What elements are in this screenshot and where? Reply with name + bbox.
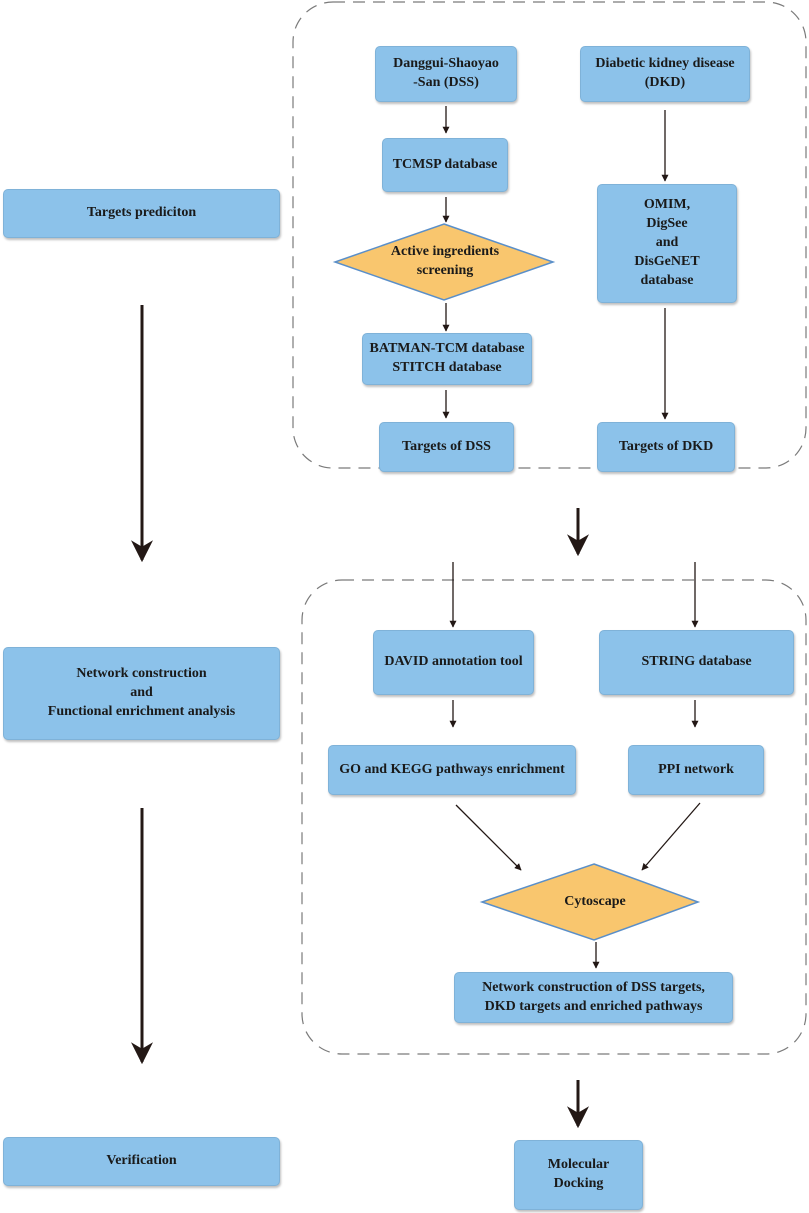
stage-network-line-3: Functional enrichment analysis — [47, 703, 236, 719]
dss-line-2: -San (DSS) — [413, 75, 479, 90]
ppi-box: PPI network — [628, 745, 764, 795]
go-kegg-label: GO and KEGG pathways enrichment — [339, 761, 565, 777]
targets-dss-label: Targets of DSS — [402, 438, 491, 454]
batman-stitch-box: BATMAN-TCM database STITCH database — [362, 333, 532, 385]
omim-line-3: and — [655, 235, 679, 251]
cytoscape-diamond — [479, 863, 701, 941]
active-ingredients-line-1: Active ingredients — [390, 244, 500, 260]
dkd-line-2: (DKD) — [644, 75, 686, 90]
omim-digsee-disgenet-box: OMIM, DigSee and DisGeNET database — [597, 184, 737, 303]
targets-dss-box: Targets of DSS — [379, 422, 514, 472]
stage-targets-prediction: Targets prediciton — [3, 189, 280, 238]
arrow-go-kegg-to-cytoscape — [455, 804, 522, 871]
docking-line-1: Molecular — [547, 1157, 610, 1173]
network-group-border — [301, 579, 807, 1055]
omim-line-5: database — [640, 272, 694, 288]
targets-dkd-box: Targets of DKD — [597, 422, 735, 472]
stage-network-line-2: and — [130, 685, 153, 701]
dss-line-1: Danggui-Shaoyao — [393, 56, 499, 72]
omim-line-1: OMIM, — [643, 197, 691, 213]
david-label: DAVID annotation tool — [384, 654, 523, 670]
prediction-group-border — [292, 1, 807, 469]
go-kegg-box: GO and KEGG pathways enrichment — [328, 745, 576, 795]
dss-box: Danggui-Shaoyao -San (DSS) — [375, 46, 517, 102]
batman-line-1: BATMAN-TCM database — [369, 341, 525, 357]
ppi-label: PPI network — [658, 761, 734, 777]
network-construction-line-2: DKD targets and enriched pathways — [484, 998, 703, 1014]
network-construction-line-1: Network construction of DSS targets, — [482, 979, 705, 995]
stage-targets-prediction-label: Targets prediciton — [86, 205, 197, 221]
stage-verification: Verification — [3, 1137, 280, 1186]
arrow-ppi-to-cytoscape — [641, 802, 701, 871]
cytoscape-label: Cytoscape — [564, 893, 626, 909]
stage-network-line-1: Network construction — [76, 666, 207, 682]
omim-line-4: DisGeNET — [634, 253, 700, 269]
active-ingredients-diamond — [332, 223, 556, 301]
dkd-box: Diabetic kidney disease (DKD) — [580, 46, 750, 102]
molecular-docking-box: Molecular Docking — [514, 1140, 643, 1210]
active-ingredients-line-2: screening — [416, 263, 474, 278]
tcmsp-label: TCMSP database — [392, 156, 498, 172]
stage-network-construction: Network construction and Functional enri… — [3, 647, 280, 740]
network-construction-box: Network construction of DSS targets, DKD… — [454, 972, 733, 1023]
active-ingredients-label: Active ingredients screening — [360, 238, 530, 286]
string-label: STRING database — [641, 654, 752, 670]
david-box: DAVID annotation tool — [373, 630, 534, 695]
dkd-line-1: Diabetic kidney disease — [595, 56, 735, 72]
stage-verification-label: Verification — [106, 1153, 177, 1169]
tcmsp-box: TCMSP database — [382, 138, 508, 192]
targets-dkd-label: Targets of DKD — [618, 438, 714, 454]
omim-line-2: DigSee — [646, 216, 688, 232]
docking-line-2: Docking — [553, 1176, 604, 1191]
string-box: STRING database — [599, 630, 794, 695]
batman-line-2: STITCH database — [392, 360, 502, 375]
